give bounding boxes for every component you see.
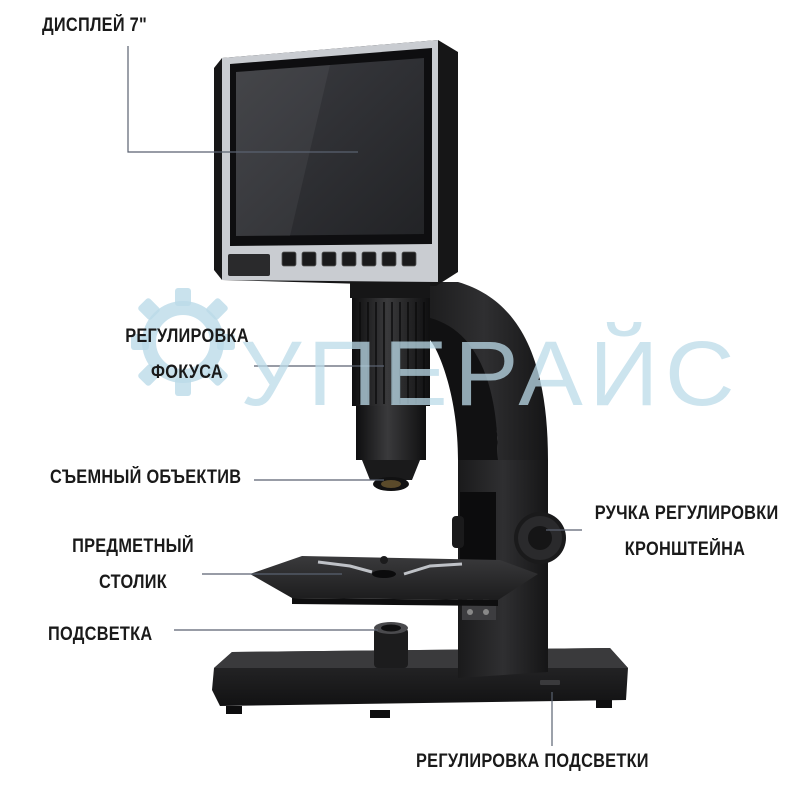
gear-icon (131, 288, 235, 396)
leader-lines (127, 46, 582, 746)
label-knob-line2: КРОНШТЕЙНА (624, 539, 746, 560)
label-knob-line1: РУЧКА РЕГУЛИРОВКИ (594, 503, 779, 524)
focus-barrel (350, 282, 430, 491)
base (212, 648, 628, 718)
watermark-text: УПЕРАЙС (240, 323, 741, 425)
label-focus-line2: ФОКУСА (151, 362, 223, 383)
label-display: ДИСПЛЕЙ 7" (42, 15, 148, 36)
label-stage-line2: СТОЛИК (98, 572, 167, 593)
label-light: ПОДСВЕТКА (48, 624, 153, 645)
arm (420, 282, 548, 460)
label-focus-line1: РЕГУЛИРОВКА (125, 326, 249, 347)
label-light-adjust: РЕГУЛИРОВКА ПОДСВЕТКИ (416, 751, 649, 772)
label-stage-line1: ПРЕДМЕТНЫЙ (72, 536, 194, 557)
bracket-knob (452, 512, 566, 564)
object-stage (250, 556, 538, 606)
leader-display (127, 46, 358, 153)
display-unit (214, 40, 560, 685)
label-lens: СЪЕМНЫЙ ОБЪЕКТИВ (50, 467, 242, 488)
light-pillar (374, 622, 408, 668)
